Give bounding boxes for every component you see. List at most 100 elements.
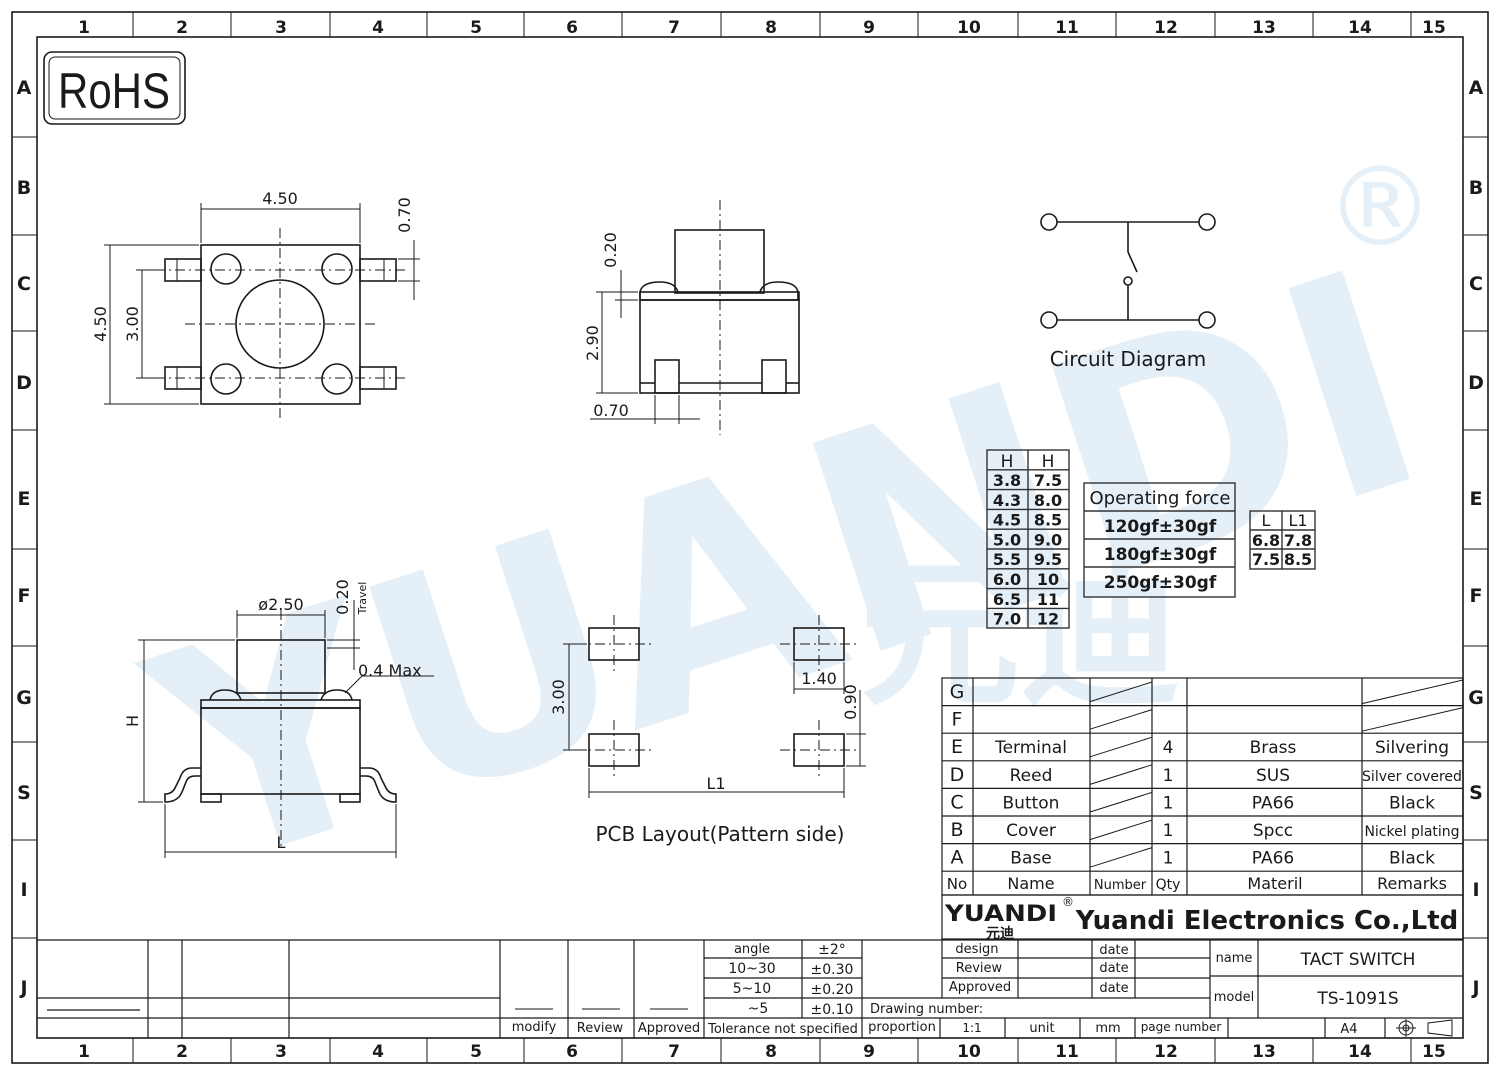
tb-model-label: model xyxy=(1214,990,1254,1005)
l-table-header-2: L1 xyxy=(1288,511,1307,530)
projection-symbol-icon xyxy=(1396,1019,1453,1037)
column-label: 11 xyxy=(1055,18,1079,38)
h-table-cell: 9.5 xyxy=(1034,550,1062,569)
h-table-cell: 6.5 xyxy=(993,590,1021,609)
h-table-cell: 3.8 xyxy=(993,471,1021,490)
tb-name-value: TACT SWITCH xyxy=(1300,950,1416,970)
column-label: 15 xyxy=(1422,1042,1446,1062)
bom-cell: Black xyxy=(1389,793,1435,813)
row-label: I xyxy=(20,879,27,901)
row-label: S xyxy=(1469,782,1483,804)
column-label: 13 xyxy=(1252,1042,1276,1062)
pcb-label: PCB Layout(Pattern side) xyxy=(596,822,845,846)
tb-approved: Approved xyxy=(949,980,1011,995)
row-label: J xyxy=(18,977,27,999)
top-width-dim: 4.50 xyxy=(262,189,298,208)
tb-date: date xyxy=(1099,943,1128,958)
top-view: 4.50 4.50 3.00 0.70 xyxy=(91,189,420,420)
tb-review: Review xyxy=(956,961,1003,976)
pcb-pad-height-dim: 0.90 xyxy=(841,684,860,720)
bom-cell: 1 xyxy=(1163,766,1174,786)
side-cap-dim: 0.20 xyxy=(601,232,620,268)
front-h-dim: H xyxy=(123,715,142,727)
column-label: 9 xyxy=(863,18,875,38)
column-label: 8 xyxy=(765,18,777,38)
bom-cell: Base xyxy=(1010,849,1051,869)
row-label: C xyxy=(1469,273,1483,295)
row-ticks xyxy=(12,136,1488,939)
column-label: 3 xyxy=(275,1042,287,1062)
front-view: ø2.50 0.20 Travel 0.4 Max H L xyxy=(123,579,434,858)
bom-header-qty: Qty xyxy=(1156,877,1181,893)
column-ticks xyxy=(132,12,1412,1063)
h-table-cell: 10 xyxy=(1037,570,1059,589)
tb-date: date xyxy=(1099,981,1128,996)
top-pitch-dim: 3.00 xyxy=(123,306,142,342)
l-table: L L1 6.8 7.8 7.5 8.5 xyxy=(1249,510,1316,570)
column-label: 4 xyxy=(372,18,384,38)
bom-cell: Button xyxy=(1003,793,1060,813)
force-row-3: 250gf±30gf xyxy=(1104,573,1217,593)
company-name: Yuandi Electronics Co.,Ltd xyxy=(1075,906,1459,936)
column-label: 13 xyxy=(1252,18,1276,38)
bom-cell: Reed xyxy=(1010,766,1053,786)
pcb-pad-width-dim: 1.40 xyxy=(801,669,837,688)
bom-cell: Black xyxy=(1389,849,1435,869)
bom-cell: Terminal xyxy=(994,738,1067,758)
bom-cell: Silver covered xyxy=(1362,769,1462,785)
row-label: I xyxy=(1472,879,1479,901)
row-label: E xyxy=(18,488,31,510)
row-label: G xyxy=(1468,687,1484,709)
row-label: A xyxy=(1469,77,1484,99)
tb-page-number: page number xyxy=(1141,1020,1222,1034)
column-label: 3 xyxy=(275,18,287,38)
title-block: modify Review Approved angle ±2° 10~30 ±… xyxy=(37,939,1463,1038)
bom-cell: PA66 xyxy=(1252,849,1294,869)
column-label: 2 xyxy=(176,18,188,38)
row-label: D xyxy=(1468,372,1484,394)
column-label: 5 xyxy=(470,1042,482,1062)
rev-approved: Approved xyxy=(638,1021,700,1036)
front-travel-label: Travel xyxy=(356,582,369,616)
bom-cell: Cover xyxy=(1006,821,1056,841)
column-label: 10 xyxy=(957,18,981,38)
side-view: 0.20 2.90 0.70 xyxy=(583,200,800,435)
l-cell: 7.8 xyxy=(1284,531,1312,550)
top-height-dim: 4.50 xyxy=(91,306,110,342)
force-table-header: Operating force xyxy=(1089,488,1230,509)
h-table-cell: 4.3 xyxy=(993,491,1021,510)
tol-value: ±2° xyxy=(818,942,846,958)
bom-header-no: No xyxy=(947,875,967,893)
side-pin-dim: 0.70 xyxy=(593,401,629,420)
force-row-1: 120gf±30gf xyxy=(1104,517,1217,537)
bom-cell: Spcc xyxy=(1253,821,1293,841)
bom-cell: Brass xyxy=(1250,738,1297,758)
tb-proportion: proportion xyxy=(868,1020,936,1035)
l-table-header-1: L xyxy=(1262,511,1271,530)
h-table-cell: 11 xyxy=(1037,590,1059,609)
top-pin-dim: 0.70 xyxy=(395,197,414,233)
tol-value: ±0.20 xyxy=(811,982,854,998)
bom-cell: Nickel plating xyxy=(1364,824,1459,840)
row-label: B xyxy=(17,177,31,199)
column-label: 14 xyxy=(1348,18,1372,38)
tb-date: date xyxy=(1099,961,1128,976)
column-label: 4 xyxy=(372,1042,384,1062)
row-label: F xyxy=(1470,585,1483,607)
row-label: C xyxy=(17,273,31,295)
tb-name-label: name xyxy=(1216,951,1253,966)
h-table-header-2: H xyxy=(1042,452,1055,472)
h-table-cell: 8.5 xyxy=(1034,511,1062,530)
watermark-registered: ® xyxy=(1325,143,1435,271)
column-label: 1 xyxy=(78,18,90,38)
tol-label: ~5 xyxy=(748,1001,769,1017)
tol-footer: Tolerance not specified xyxy=(707,1022,858,1037)
column-label: 14 xyxy=(1348,1042,1372,1062)
sheet-frame xyxy=(11,11,1489,1064)
rohs-badge: RoHS xyxy=(43,51,186,125)
bom-cell: G xyxy=(950,681,965,703)
bom-cell: A xyxy=(951,847,964,869)
column-labels: 1122334455667788991010111112121313141415… xyxy=(78,18,1446,1062)
column-label: 7 xyxy=(668,1042,680,1062)
